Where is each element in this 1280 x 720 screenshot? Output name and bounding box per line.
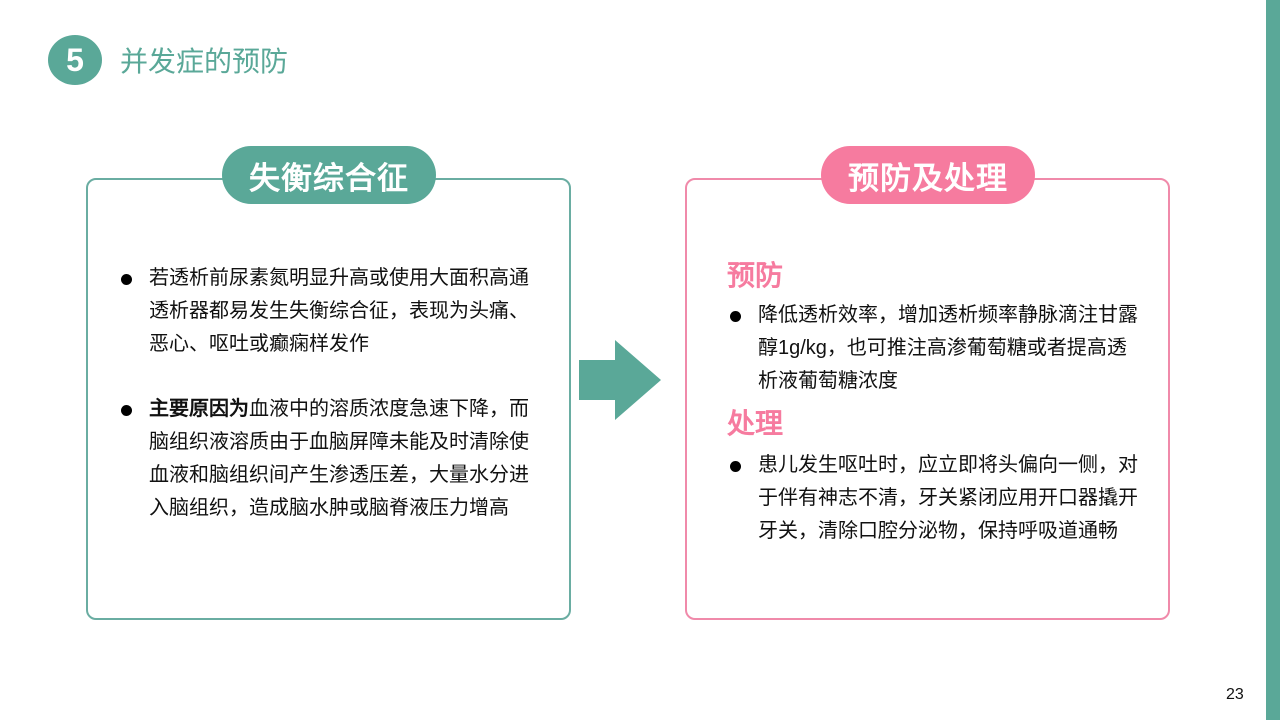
- page-title: 并发症的预防: [120, 46, 289, 77]
- bullet-icon: [121, 274, 132, 285]
- left-card-frame: [86, 178, 571, 620]
- list-item: 若透析前尿素氮明显升高或使用大面积高通透析器都易发生失衡综合征，表现为头痛、恶心…: [121, 262, 541, 361]
- left-bullet-list: 若透析前尿素氮明显升高或使用大面积高通透析器都易发生失衡综合征，表现为头痛、恶心…: [121, 262, 541, 525]
- list-item: 主要原因为血液中的溶质浓度急速下降，而脑组织液溶质由于血脑屏障未能及时清除使血液…: [121, 393, 541, 525]
- list-item: 患儿发生呕吐时，应立即将头偏向一侧，对于伴有神志不清，牙关紧闭应用开口器撬开牙关…: [730, 449, 1140, 548]
- arrow-right-icon: [579, 340, 661, 420]
- treatment-list: 患儿发生呕吐时，应立即将头偏向一侧，对于伴有神志不清，牙关紧闭应用开口器撬开牙关…: [730, 449, 1140, 548]
- bullet-bold-lead: 主要原因为: [149, 398, 249, 420]
- bullet-icon: [730, 461, 741, 472]
- right-card-badge: 预防及处理: [821, 146, 1035, 204]
- bullet-text: 若透析前尿素氮明显升高或使用大面积高通透析器都易发生失衡综合征，表现为头痛、恶心…: [149, 267, 529, 355]
- right-accent-bar: [1266, 0, 1280, 720]
- bullet-text: 血液中的溶质浓度急速下降，而脑组织液溶质由于血脑屏障未能及时清除使血液和脑组织间…: [149, 398, 529, 519]
- bullet-icon: [121, 405, 132, 416]
- bullet-icon: [730, 311, 741, 322]
- prevention-heading: 预防: [727, 260, 784, 291]
- prevention-list: 降低透析效率，增加透析频率静脉滴注甘露醇1g/kg，也可推注高渗葡萄糖或者提高透…: [730, 299, 1140, 398]
- treatment-heading: 处理: [727, 408, 784, 439]
- page-number: 23: [1226, 686, 1244, 703]
- left-card-badge: 失衡综合征: [222, 146, 436, 204]
- list-item: 降低透析效率，增加透析频率静脉滴注甘露醇1g/kg，也可推注高渗葡萄糖或者提高透…: [730, 299, 1140, 398]
- bullet-text: 降低透析效率，增加透析频率静脉滴注甘露醇1g/kg，也可推注高渗葡萄糖或者提高透…: [758, 304, 1138, 392]
- right-card-frame: [685, 178, 1170, 620]
- section-number-badge: 5: [48, 35, 102, 85]
- bullet-text: 患儿发生呕吐时，应立即将头偏向一侧，对于伴有神志不清，牙关紧闭应用开口器撬开牙关…: [758, 454, 1138, 542]
